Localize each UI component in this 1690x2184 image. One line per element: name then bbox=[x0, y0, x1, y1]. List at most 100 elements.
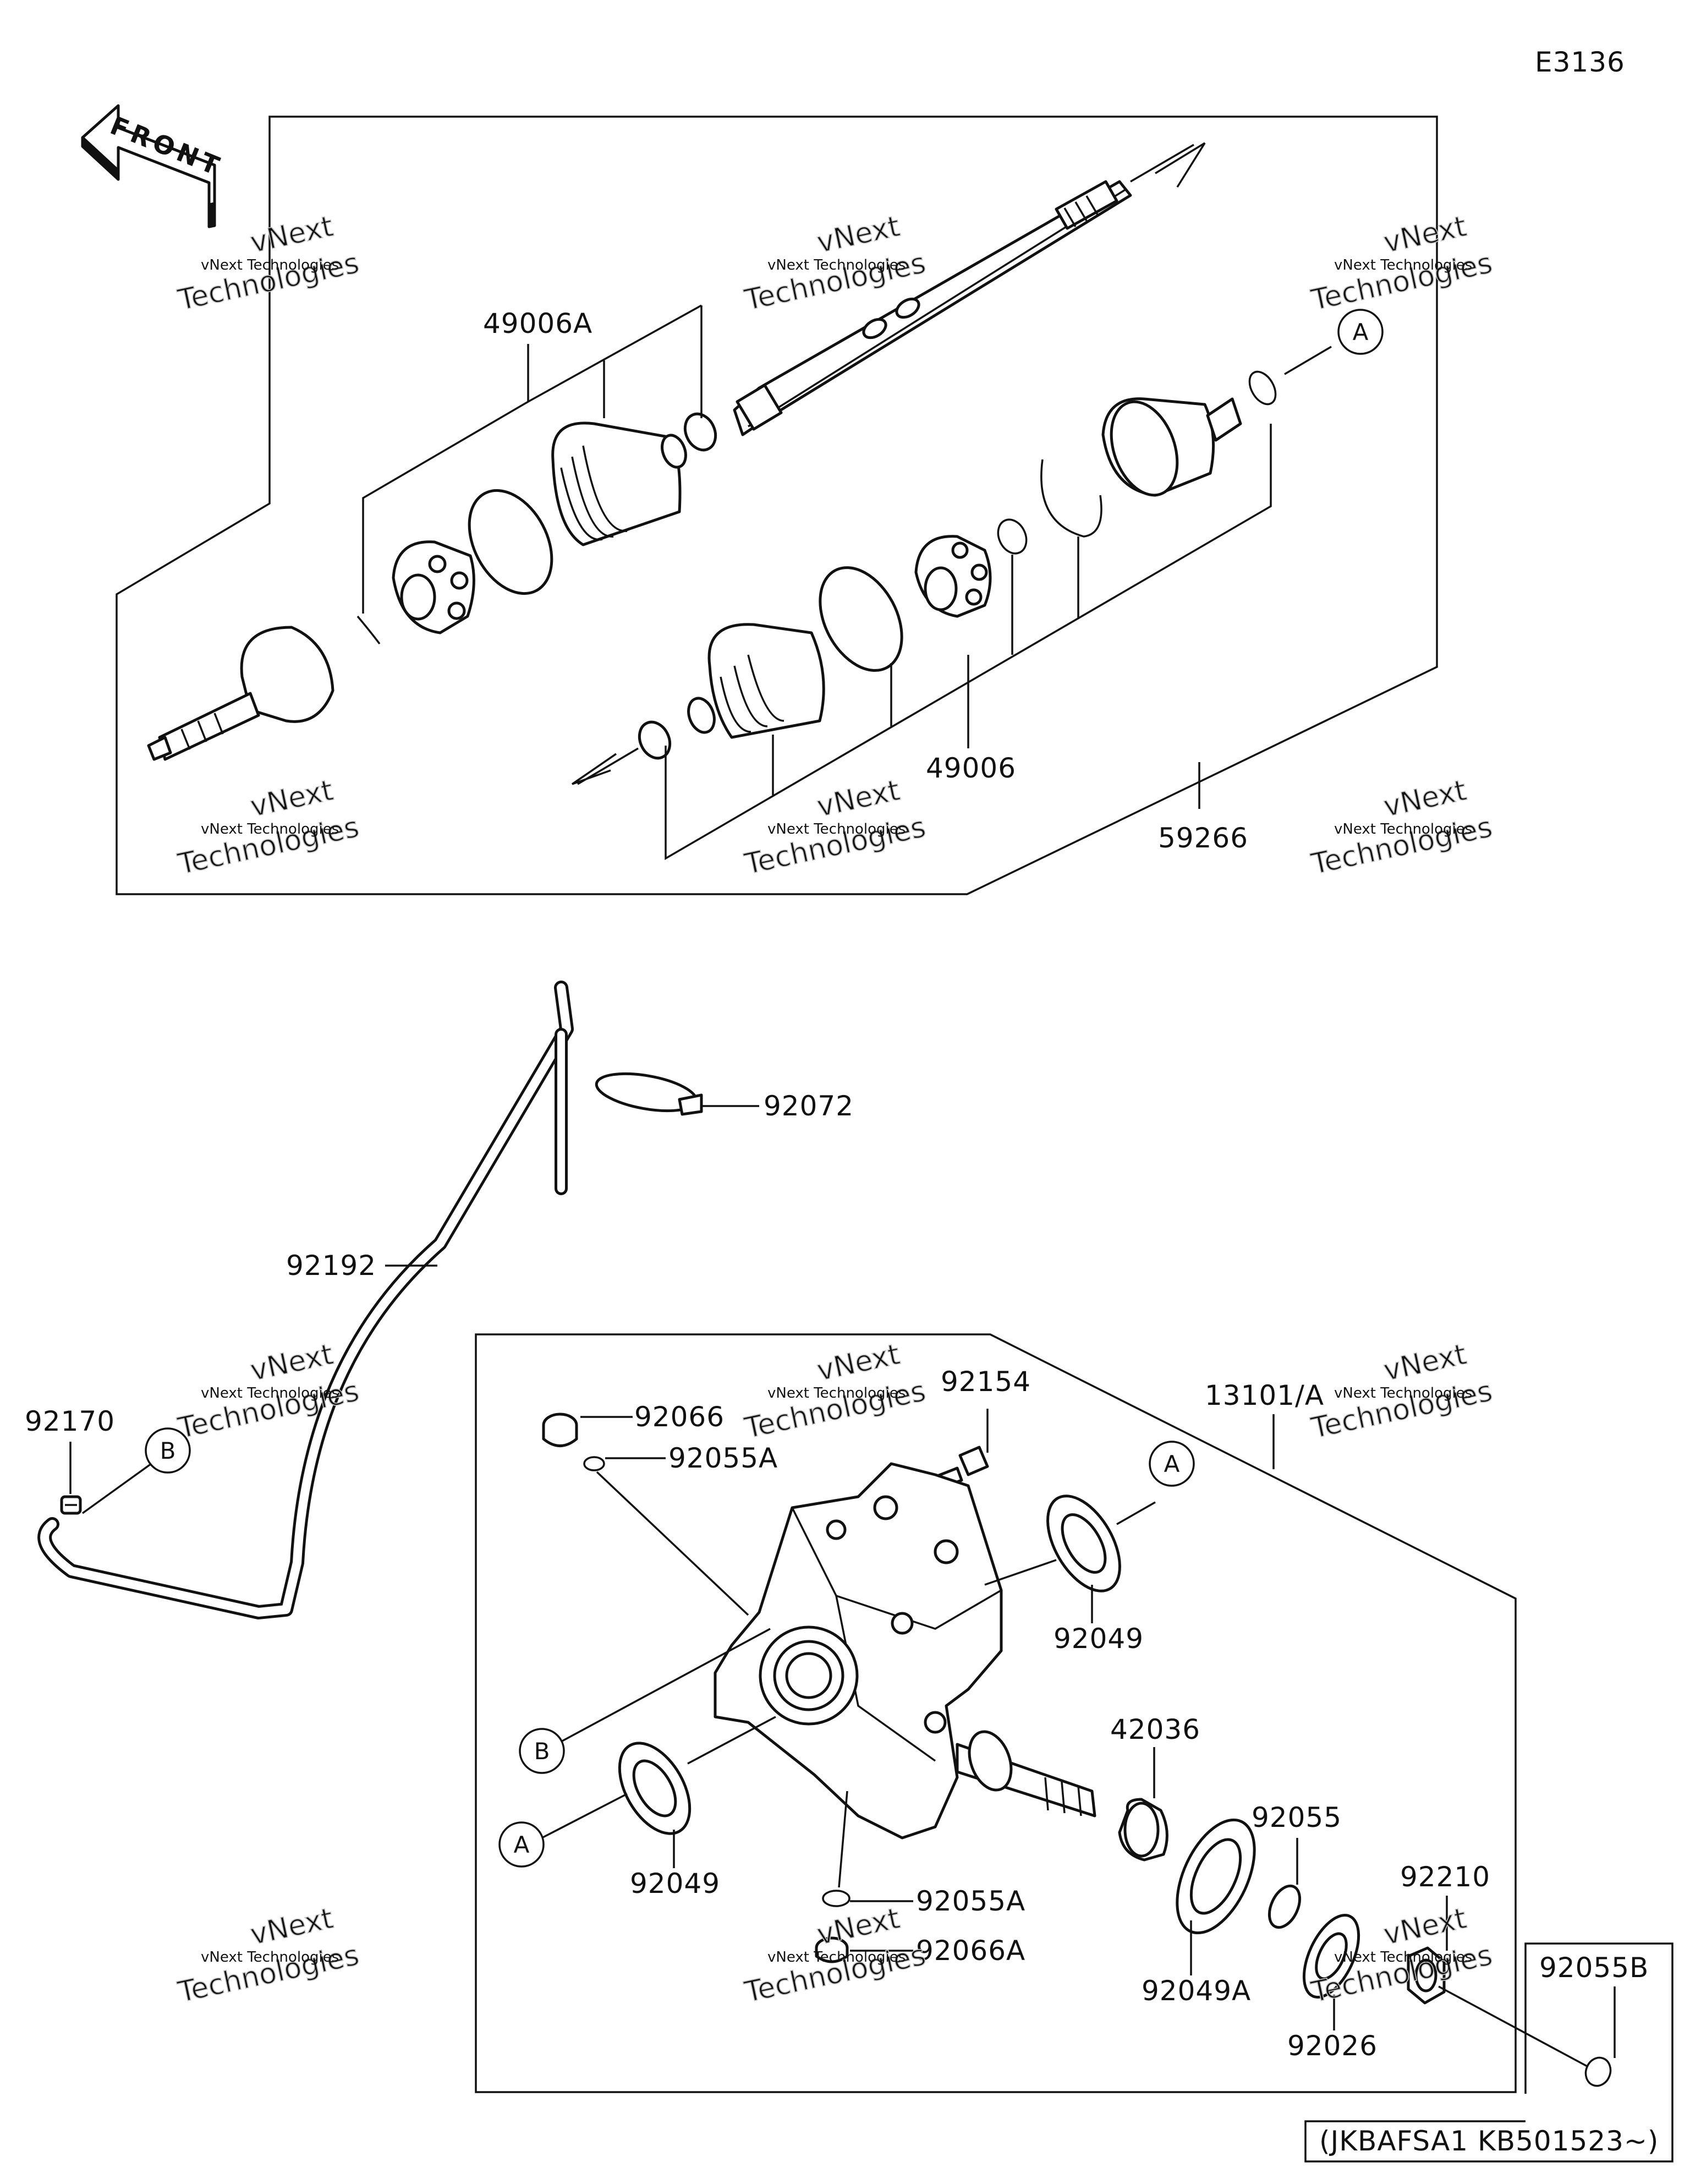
boot-band-inner bbox=[638, 720, 672, 760]
snap-ring-A-right bbox=[1248, 370, 1277, 406]
boot-clamp-right bbox=[819, 566, 903, 672]
drive-shaft-assembly-frame bbox=[116, 116, 1438, 895]
snap-ring-left bbox=[356, 615, 381, 645]
hose-clip-92072 bbox=[595, 1072, 703, 1116]
watermark-brand: vNext Technologies bbox=[767, 1385, 906, 1402]
watermark-line1: vNext bbox=[814, 210, 903, 259]
svg-text:B: B bbox=[534, 1738, 550, 1765]
callout-A-seal: A bbox=[498, 1821, 545, 1868]
label-92066: 92066 bbox=[634, 1401, 725, 1433]
applicability-note: (JKBAFSA1 KB501523~) bbox=[1319, 2125, 1659, 2157]
watermark-line1: vNext bbox=[814, 774, 903, 823]
watermark-line1: vNext bbox=[1381, 774, 1469, 823]
label-92072: 92072 bbox=[764, 1090, 854, 1122]
collar-42036 bbox=[1118, 1798, 1168, 1862]
watermark-brand: vNext Technologies bbox=[201, 1385, 339, 1402]
plug-92066 bbox=[542, 1413, 578, 1447]
leader-A-shaft bbox=[1284, 346, 1332, 375]
o-ring-small bbox=[997, 518, 1028, 555]
circlip-large bbox=[1040, 459, 1102, 538]
callout-A-housing: A bbox=[1149, 1441, 1195, 1487]
watermark-brand: vNext Technologies bbox=[767, 821, 906, 838]
watermark-brand: vNext Technologies bbox=[1334, 257, 1472, 273]
watermark-line1: vNext bbox=[1381, 1338, 1469, 1387]
watermark-line1: vNext bbox=[248, 774, 336, 823]
outer-bearing-cage bbox=[392, 540, 475, 634]
hose-clamp-92170 bbox=[60, 1495, 82, 1515]
differential-parts bbox=[541, 1409, 1616, 2087]
svg-text:B: B bbox=[160, 1437, 176, 1464]
o-ring-92055 bbox=[1268, 1884, 1302, 1929]
label-92192: 92192 bbox=[286, 1250, 376, 1282]
shaft-end-arrow bbox=[1130, 144, 1194, 183]
label-49006A: 49006A bbox=[483, 308, 592, 340]
leader-49006A bbox=[362, 344, 529, 614]
inner-joint-right bbox=[1101, 397, 1242, 497]
watermark-line1: vNext bbox=[248, 210, 336, 259]
plug-92066A bbox=[815, 1936, 849, 1963]
breather-hose-assembly bbox=[37, 981, 759, 1619]
long-shaft bbox=[733, 180, 1132, 436]
label-92049A: 92049A bbox=[1142, 1975, 1251, 2007]
label-92066A: 92066A bbox=[916, 1935, 1025, 1967]
watermark-line1: vNext bbox=[1381, 1902, 1469, 1951]
o-ring-92055A-bottom bbox=[822, 1890, 851, 1907]
oil-seal-92049A bbox=[1176, 1818, 1256, 1935]
inner-bearing-cage bbox=[914, 535, 992, 618]
svg-text:A: A bbox=[1353, 319, 1369, 346]
label-92049-bottom: 92049 bbox=[630, 1868, 720, 1900]
watermark-brand: vNext Technologies bbox=[767, 257, 906, 273]
watermark-brand: vNext Technologies bbox=[201, 257, 339, 273]
inner-boot bbox=[687, 623, 825, 739]
svg-text:A: A bbox=[1164, 1450, 1180, 1477]
differential-gear-case bbox=[714, 1462, 1096, 1840]
callout-A-shaft: A bbox=[1337, 309, 1384, 355]
label-92049-top: 92049 bbox=[1053, 1623, 1144, 1655]
watermark-brand: vNext Technologies bbox=[1334, 1385, 1472, 1402]
front-arrow-icon: FRONT bbox=[81, 104, 227, 228]
label-92154: 92154 bbox=[941, 1366, 1031, 1398]
washer-92026 bbox=[1302, 1914, 1360, 1999]
label-92026: 92026 bbox=[1287, 2030, 1378, 2062]
breather-hose bbox=[37, 981, 574, 1619]
watermark-brand: vNext Technologies bbox=[201, 821, 339, 838]
diagram-code: E3136 bbox=[1535, 46, 1625, 78]
differential-assembly-frame bbox=[475, 1333, 1517, 2093]
callout-B-hose: B bbox=[145, 1427, 191, 1474]
label-13101A: 13101/A bbox=[1205, 1380, 1324, 1411]
watermark-line1: vNext bbox=[814, 1902, 903, 1951]
o-ring-92055A-top bbox=[583, 1456, 605, 1471]
outer-joint-left bbox=[147, 626, 334, 761]
svg-text:A: A bbox=[514, 1831, 530, 1858]
nut-92210 bbox=[1407, 1946, 1446, 2005]
label-92210: 92210 bbox=[1400, 1861, 1490, 1893]
boot-clamp-large bbox=[468, 489, 553, 595]
leader-B-housing bbox=[561, 1628, 771, 1743]
label-49006: 49006 bbox=[926, 752, 1016, 784]
variant-box-frame bbox=[1304, 1942, 1673, 2163]
watermark-brand: vNext Technologies bbox=[767, 1949, 906, 1966]
label-92055A-bottom: 92055A bbox=[916, 1885, 1025, 1917]
leader-A-seal bbox=[541, 1793, 628, 1839]
boot-band-small bbox=[683, 412, 717, 452]
label-42036: 42036 bbox=[1110, 1714, 1200, 1745]
callout-B-housing: B bbox=[519, 1728, 565, 1774]
label-92055B: 92055B bbox=[1539, 1952, 1649, 1984]
oil-seal-92049-top bbox=[1046, 1495, 1121, 1592]
label-59266: 59266 bbox=[1158, 822, 1248, 854]
watermark-brand: vNext Technologies bbox=[1334, 821, 1472, 838]
watermark-brand: vNext Technologies bbox=[201, 1949, 339, 1966]
leader-A-housing bbox=[1116, 1501, 1156, 1525]
label-92055: 92055 bbox=[1252, 1802, 1342, 1833]
